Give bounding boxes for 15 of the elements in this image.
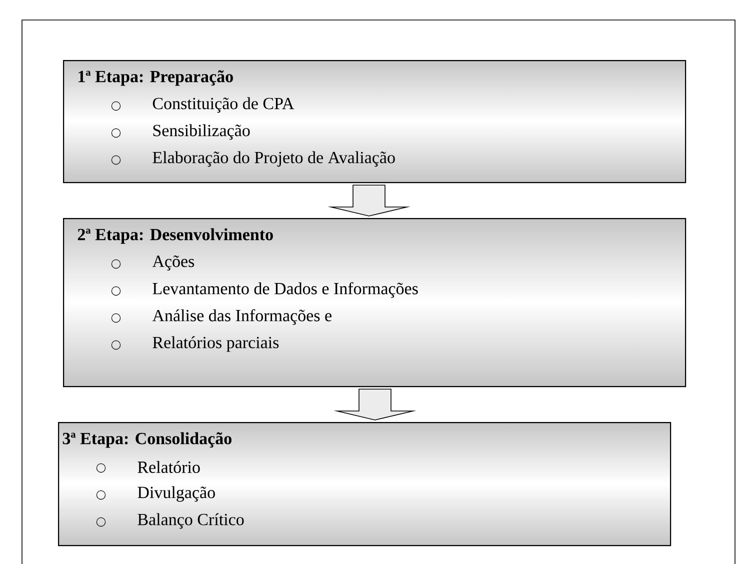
block-arrow	[334, 388, 416, 420]
list-item: Análise das Informações e	[152, 309, 332, 325]
list-item: Constituição de CPA	[152, 97, 294, 113]
list-item: Relatórios parciais	[152, 336, 279, 352]
stage-heading: 1ª Etapa: Preparação	[78, 70, 233, 86]
stage-heading: 2ª Etapa: Desenvolvimento	[78, 228, 273, 244]
list-item: Elaboração do Projeto de Avaliação	[152, 151, 395, 167]
stage-heading: 3ª Etapa: Consolidação	[62, 432, 232, 448]
list-item: Balanço Crítico	[138, 513, 244, 529]
list-item: Divulgação	[138, 486, 215, 502]
block-arrow	[328, 184, 410, 216]
list-item: Sensibilização	[153, 124, 250, 140]
list-item: Levantamento de Dados e Informações	[152, 282, 418, 298]
list-item: Ações	[152, 255, 194, 271]
list-item: Relatório	[138, 461, 200, 473]
